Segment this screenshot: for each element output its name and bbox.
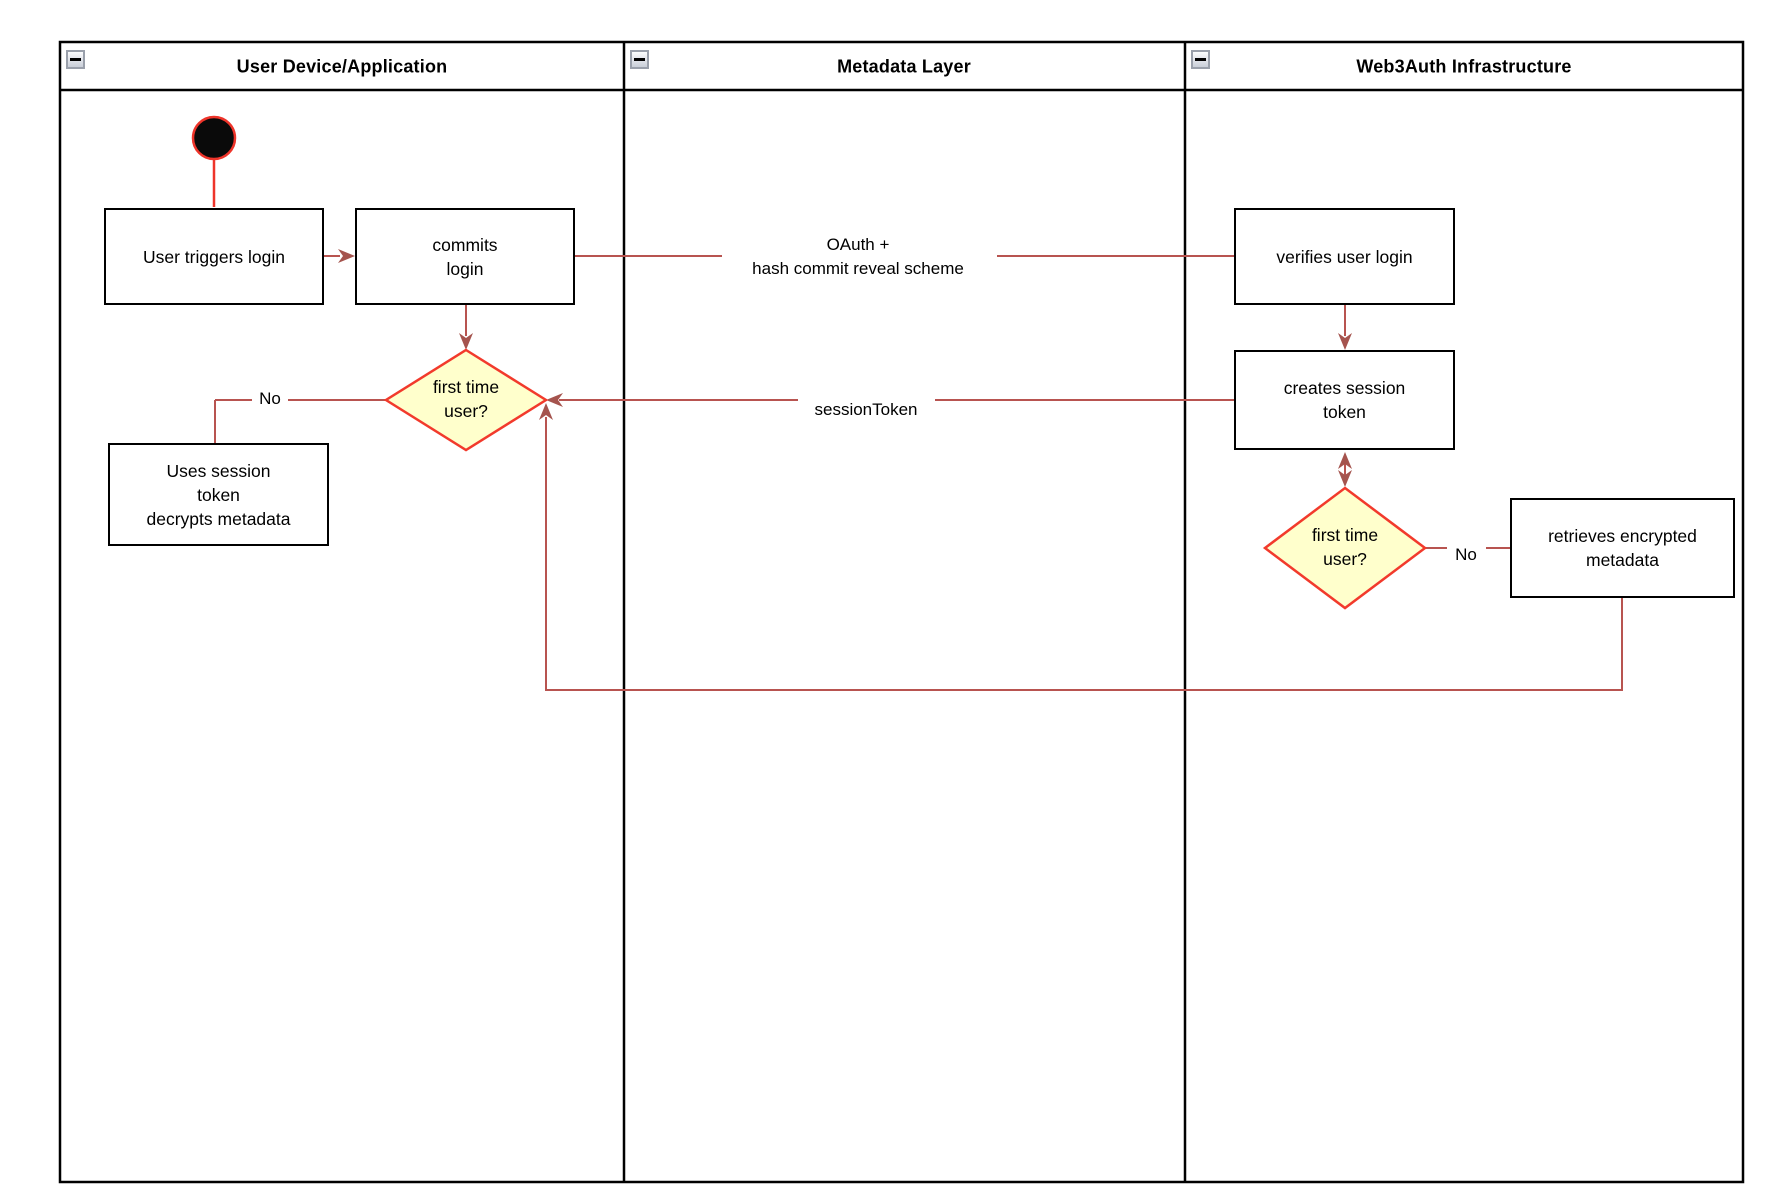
node-commits-login[interactable]: commits login bbox=[355, 208, 575, 305]
arrowhead-down bbox=[1338, 333, 1352, 350]
swimlane-frame bbox=[58, 40, 1745, 1184]
decision2-label: first time user? bbox=[1311, 525, 1379, 569]
edge-label-oauth: OAuth + hash commit reveal scheme bbox=[752, 235, 964, 278]
edge-session-token bbox=[546, 393, 1234, 407]
initial-node[interactable] bbox=[191, 115, 237, 161]
node-retrieves-encrypted-metadata[interactable]: retrieves encrypted metadata bbox=[1510, 498, 1735, 598]
lane-title-metadata: Metadata Layer bbox=[837, 56, 971, 77]
edge-creates-decision2-bidirectional bbox=[1338, 452, 1352, 487]
minus-glyph bbox=[70, 57, 81, 62]
pool-border bbox=[58, 40, 1745, 1184]
lane2-collapse-minus-icon[interactable] bbox=[630, 50, 649, 69]
node-verifies-user-login[interactable]: verifies user login bbox=[1234, 208, 1455, 305]
minus-glyph bbox=[1195, 57, 1206, 62]
edge-label-session-token: sessionToken bbox=[814, 400, 918, 419]
node-uses-session-token[interactable]: Uses session token decrypts metadata bbox=[108, 443, 329, 546]
edge-verifies-to-creates bbox=[1338, 305, 1352, 350]
arrowhead-down bbox=[459, 333, 473, 350]
lane1-collapse-minus-icon[interactable] bbox=[66, 50, 85, 69]
edge-user-triggers-to-commits bbox=[324, 249, 355, 263]
decision1-first-time-user[interactable] bbox=[383, 348, 549, 452]
node-user-triggers-login[interactable]: User triggers login bbox=[104, 208, 324, 305]
node-creates-session-token[interactable]: creates session token bbox=[1234, 350, 1455, 450]
edge-decision1-no-to-uses-session bbox=[214, 399, 386, 443]
edge-commits-to-decision1 bbox=[459, 305, 473, 350]
arrowhead-down bbox=[1338, 470, 1352, 487]
arrowhead-up bbox=[539, 403, 553, 420]
decision1-label: first time user? bbox=[432, 377, 500, 421]
lane3-collapse-minus-icon[interactable] bbox=[1191, 50, 1210, 69]
arrowhead-up bbox=[1338, 452, 1352, 469]
edge-label-no-left: No bbox=[259, 389, 281, 408]
edge-label-no-right: No bbox=[1455, 545, 1477, 564]
edge-retrieves-loop-to-decision1 bbox=[539, 403, 1623, 691]
arrowhead-left bbox=[546, 393, 563, 407]
decision2-first-time-user[interactable] bbox=[1262, 486, 1428, 610]
lane-title-user-device: User Device/Application bbox=[236, 56, 448, 77]
arrowhead-right bbox=[338, 249, 355, 263]
minus-glyph bbox=[634, 57, 645, 62]
lane-title-web3auth: Web3Auth Infrastructure bbox=[1356, 56, 1572, 77]
